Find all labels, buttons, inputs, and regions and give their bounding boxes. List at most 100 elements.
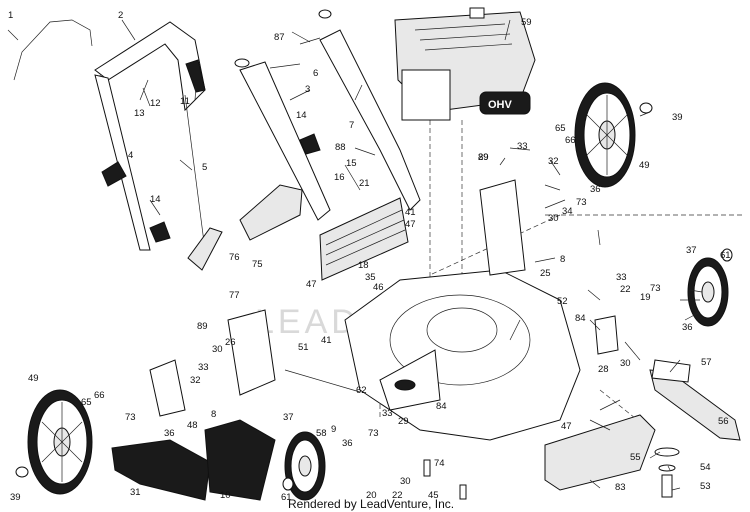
callout-57: 57	[701, 357, 712, 368]
engine-part: OHV	[394, 7, 536, 121]
callout-49-right: 49	[639, 160, 650, 171]
height-adjuster-bracket	[479, 179, 526, 276]
callout-39-top: 39	[672, 112, 683, 123]
callout-8-left: 8	[211, 409, 216, 420]
rear-wheel-left	[27, 389, 93, 495]
callout-12: 12	[150, 98, 161, 109]
callout-37-left: 37	[283, 412, 294, 423]
callout-53: 53	[700, 481, 711, 492]
callout-83: 83	[615, 482, 626, 493]
bolt-part	[234, 9, 332, 69]
control-wire-part	[13, 19, 93, 81]
callout-26: 26	[225, 337, 236, 348]
callout-47-mid: 47	[306, 279, 317, 290]
rear-wheel-right	[574, 82, 636, 188]
callout-33-left: 33	[198, 362, 209, 373]
callout-88: 88	[335, 142, 346, 153]
callout-89-top: 89	[478, 152, 489, 163]
front-wheel-left	[284, 431, 326, 501]
callout-74: 74	[434, 458, 445, 469]
callout-36-bottom: 36	[342, 438, 353, 449]
callout-33-top: 33	[517, 141, 528, 152]
callout-84-bottom: 84	[436, 401, 447, 412]
callout-30-left: 30	[212, 344, 223, 355]
callout-66-left: 66	[94, 390, 105, 401]
callout-49-left: 49	[28, 373, 39, 384]
callout-65-left: 65	[81, 397, 92, 408]
callout-6: 6	[313, 68, 318, 79]
callout-73-top: 73	[576, 197, 587, 208]
callout-5: 5	[202, 162, 207, 173]
callout-32-left: 32	[190, 375, 201, 386]
callout-29-top: 29	[478, 152, 489, 163]
callout-51: 51	[298, 342, 309, 353]
callout-73-bottom: 73	[368, 428, 379, 439]
callout-39-bottom: 39	[10, 492, 21, 503]
callout-3: 3	[305, 84, 310, 95]
hardware-part	[15, 102, 733, 500]
callout-66-top: 66	[565, 135, 576, 146]
callout-47-bottom: 47	[561, 421, 572, 432]
callout-14-bottom: 14	[150, 194, 161, 205]
callout-52: 52	[557, 296, 568, 307]
callout-18: 18	[358, 260, 369, 271]
axle-rod-part	[284, 369, 361, 393]
callout-89-left: 89	[197, 321, 208, 332]
mower-blade-part	[649, 369, 741, 441]
callout-36-left: 36	[164, 428, 175, 439]
callout-33-bottom: 33	[382, 408, 393, 419]
callout-14-top: 14	[296, 110, 307, 121]
callout-75: 75	[252, 259, 263, 270]
callout-11: 11	[180, 96, 190, 107]
callout-8-right: 8	[560, 254, 565, 265]
callout-30-bottom: 30	[400, 476, 411, 487]
callout-25: 25	[540, 268, 551, 279]
callout-84-right: 84	[575, 313, 586, 324]
callout-41-mid: 41	[321, 335, 332, 346]
lower-handle-part	[239, 61, 331, 221]
callout-10: 10	[220, 490, 231, 501]
callout-22-bottom: 22	[392, 490, 403, 501]
callout-22-right: 22	[620, 284, 631, 295]
callout-31: 31	[130, 487, 141, 498]
callout-4: 4	[128, 150, 133, 161]
callout-47-top: 47	[405, 219, 416, 230]
callout-2: 2	[118, 10, 123, 21]
callout-15: 15	[346, 158, 357, 169]
baffle-part	[544, 414, 656, 491]
upper-handle-part	[94, 21, 206, 112]
callout-37-right: 37	[686, 245, 697, 256]
callout-77: 77	[229, 290, 240, 301]
callout-13: 13	[134, 108, 145, 119]
callout-48: 48	[187, 420, 198, 431]
callout-46: 46	[373, 282, 384, 293]
callout-61-bottom: 61	[281, 492, 292, 503]
callout-45: 45	[428, 490, 439, 501]
callout-1: 1	[8, 10, 13, 21]
callout-21: 21	[359, 178, 370, 189]
control-lever-part	[185, 59, 206, 93]
callout-65-top: 65	[555, 123, 566, 134]
callout-56: 56	[718, 416, 729, 427]
callout-62: 62	[356, 385, 367, 396]
callout-30-top: 30	[548, 213, 559, 224]
callout-61-right: 61	[720, 250, 731, 261]
callout-20: 20	[366, 490, 377, 501]
credit-text: Rendered by LeadVenture, Inc.	[288, 497, 454, 511]
callout-30-right: 30	[620, 358, 631, 369]
callout-7: 7	[349, 120, 354, 131]
callout-55: 55	[630, 452, 641, 463]
callout-73-right: 73	[650, 283, 661, 294]
callout-29-bottom: 29	[398, 416, 409, 427]
callout-28: 28	[598, 364, 609, 375]
callout-16: 16	[334, 172, 345, 183]
callout-59: 59	[521, 17, 532, 28]
mower-deck-part	[344, 269, 581, 441]
rear-flap-part	[319, 197, 409, 281]
callout-19: 19	[640, 292, 651, 303]
callout-labels: 1 2 3 4 5 6 7 8 8 9 10 11 12 13 14 14 15…	[8, 10, 731, 503]
callout-76: 76	[229, 252, 240, 263]
discharge-deflector-part	[239, 184, 303, 241]
